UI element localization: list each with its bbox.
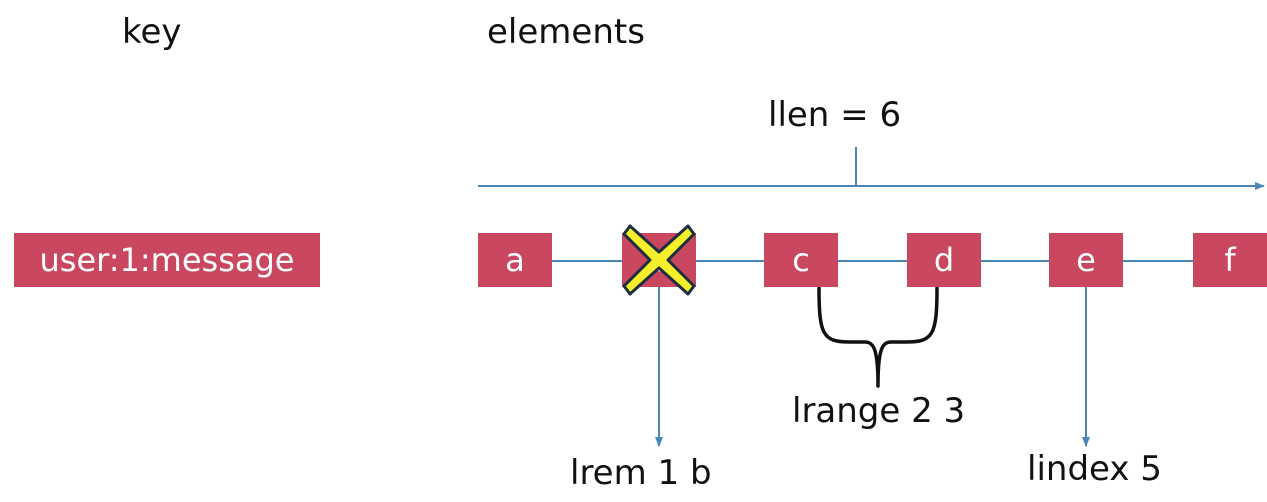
elements-header: elements — [487, 12, 645, 52]
cross-icon — [622, 224, 696, 296]
element-box-a: a — [478, 233, 552, 287]
key-header: key — [122, 12, 182, 52]
lindex-label: lindex 5 — [1027, 449, 1162, 489]
lrange-label: lrange 2 3 — [792, 391, 966, 431]
element-box-e: e — [1049, 233, 1123, 287]
lrange-brace — [817, 286, 939, 388]
llen-label: llen = 6 — [768, 95, 902, 135]
element-box-d: d — [907, 233, 981, 287]
element-box-c: c — [764, 233, 838, 287]
element-box-f: f — [1193, 233, 1267, 287]
key-box: user:1:message — [14, 233, 320, 287]
lrem-label: lrem 1 b — [570, 453, 712, 493]
